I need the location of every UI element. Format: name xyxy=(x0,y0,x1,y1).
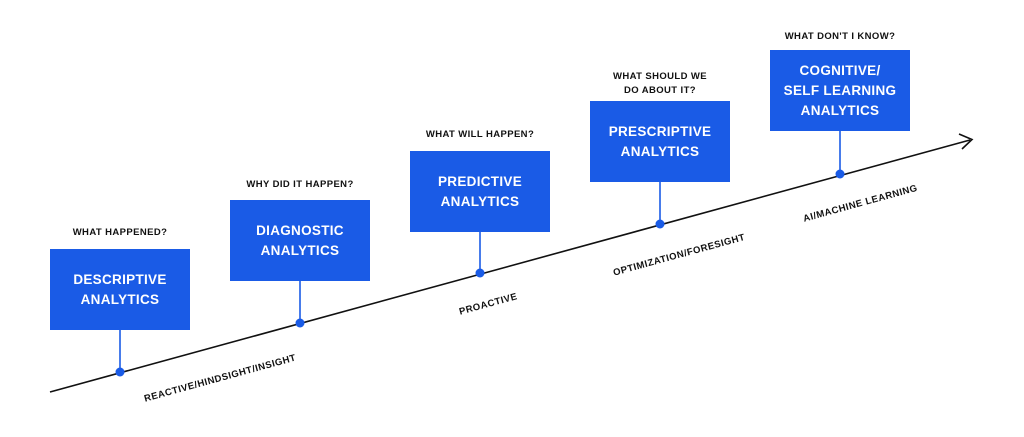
stage-label-prescriptive: PRESCRIPTIVE ANALYTICS xyxy=(608,123,712,159)
stage-box-diagnostic: DIAGNOSTIC ANALYTICS xyxy=(230,200,370,281)
stage-label-cognitive: COGNITIVE/ SELF LEARNING ANALYTICS xyxy=(783,62,897,118)
stage-dot-3 xyxy=(475,268,485,278)
stage-question-diagnostic: WHY DID IT HAPPEN? xyxy=(246,179,354,190)
stage-label-descriptive: DESCRIPTIVE ANALYTICS xyxy=(73,271,167,307)
stage-question-prescriptive: WHAT SHOULD WE DO ABOUT IT? xyxy=(612,71,708,96)
stage-box-predictive: PREDICTIVE ANALYTICS xyxy=(410,151,550,232)
stage-box-cognitive: COGNITIVE/ SELF LEARNING ANALYTICS xyxy=(770,50,910,131)
axis-line xyxy=(49,139,971,393)
stage-dot-4 xyxy=(655,219,665,229)
stage-question-cognitive: WHAT DON'T I KNOW? xyxy=(784,31,896,42)
stage-dot-2 xyxy=(295,318,305,328)
stage-question-predictive: WHAT WILL HAPPEN? xyxy=(425,129,535,140)
stage-box-prescriptive: PRESCRIPTIVE ANALYTICS xyxy=(590,101,730,182)
stage-question-descriptive: WHAT HAPPENED? xyxy=(72,227,168,238)
stage-dot-1 xyxy=(115,367,125,377)
axis-arrowhead xyxy=(958,133,974,150)
stage-label-predictive: PREDICTIVE ANALYTICS xyxy=(437,173,522,209)
stage-label-diagnostic: DIAGNOSTIC ANALYTICS xyxy=(256,222,344,258)
stage-box-descriptive: DESCRIPTIVE ANALYTICS xyxy=(50,249,190,330)
stage-dot-5 xyxy=(835,169,845,179)
